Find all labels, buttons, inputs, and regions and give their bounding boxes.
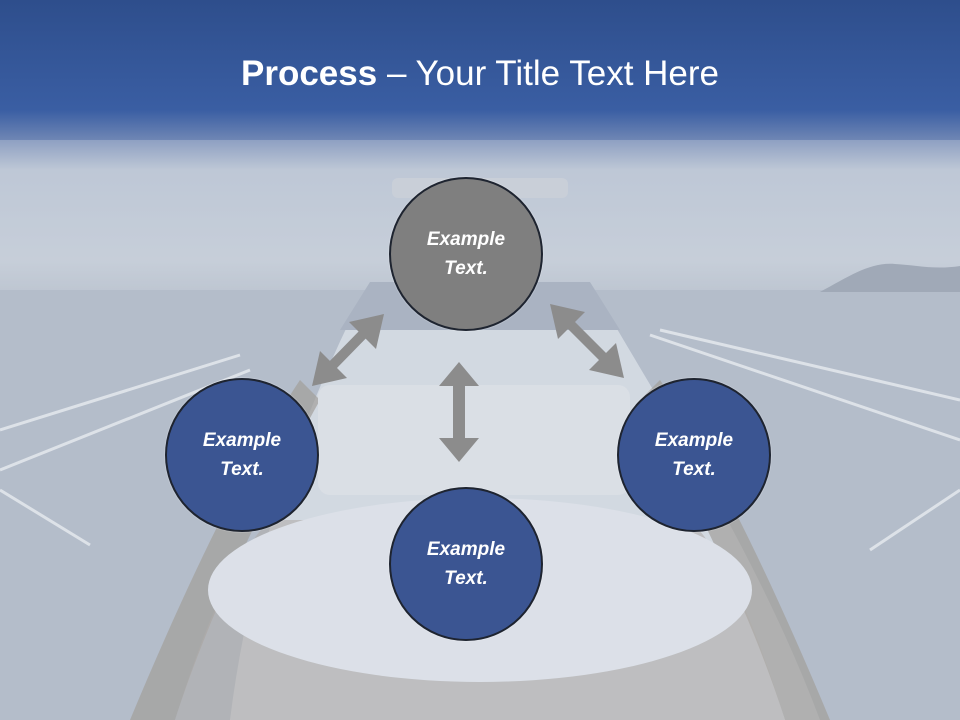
node-bottom-label: Example Text.	[426, 539, 506, 589]
node-right-label: Example Text.	[654, 430, 734, 480]
double-arrow-top-right	[550, 304, 624, 378]
node-bottom: Example Text.	[389, 487, 543, 641]
node-top-label: Example Text.	[426, 229, 506, 279]
double-arrow-vertical	[439, 362, 479, 462]
node-left: Example Text.	[165, 378, 319, 532]
node-left-label: Example Text.	[202, 430, 282, 480]
title-rest: – Your Title Text Here	[377, 54, 719, 93]
title-bold: Process	[241, 54, 378, 93]
node-right: Example Text.	[617, 378, 771, 532]
slide-title: Process – Your Title Text Here	[0, 52, 960, 96]
node-top: Example Text.	[389, 177, 543, 331]
double-arrow-top-left	[312, 314, 384, 386]
